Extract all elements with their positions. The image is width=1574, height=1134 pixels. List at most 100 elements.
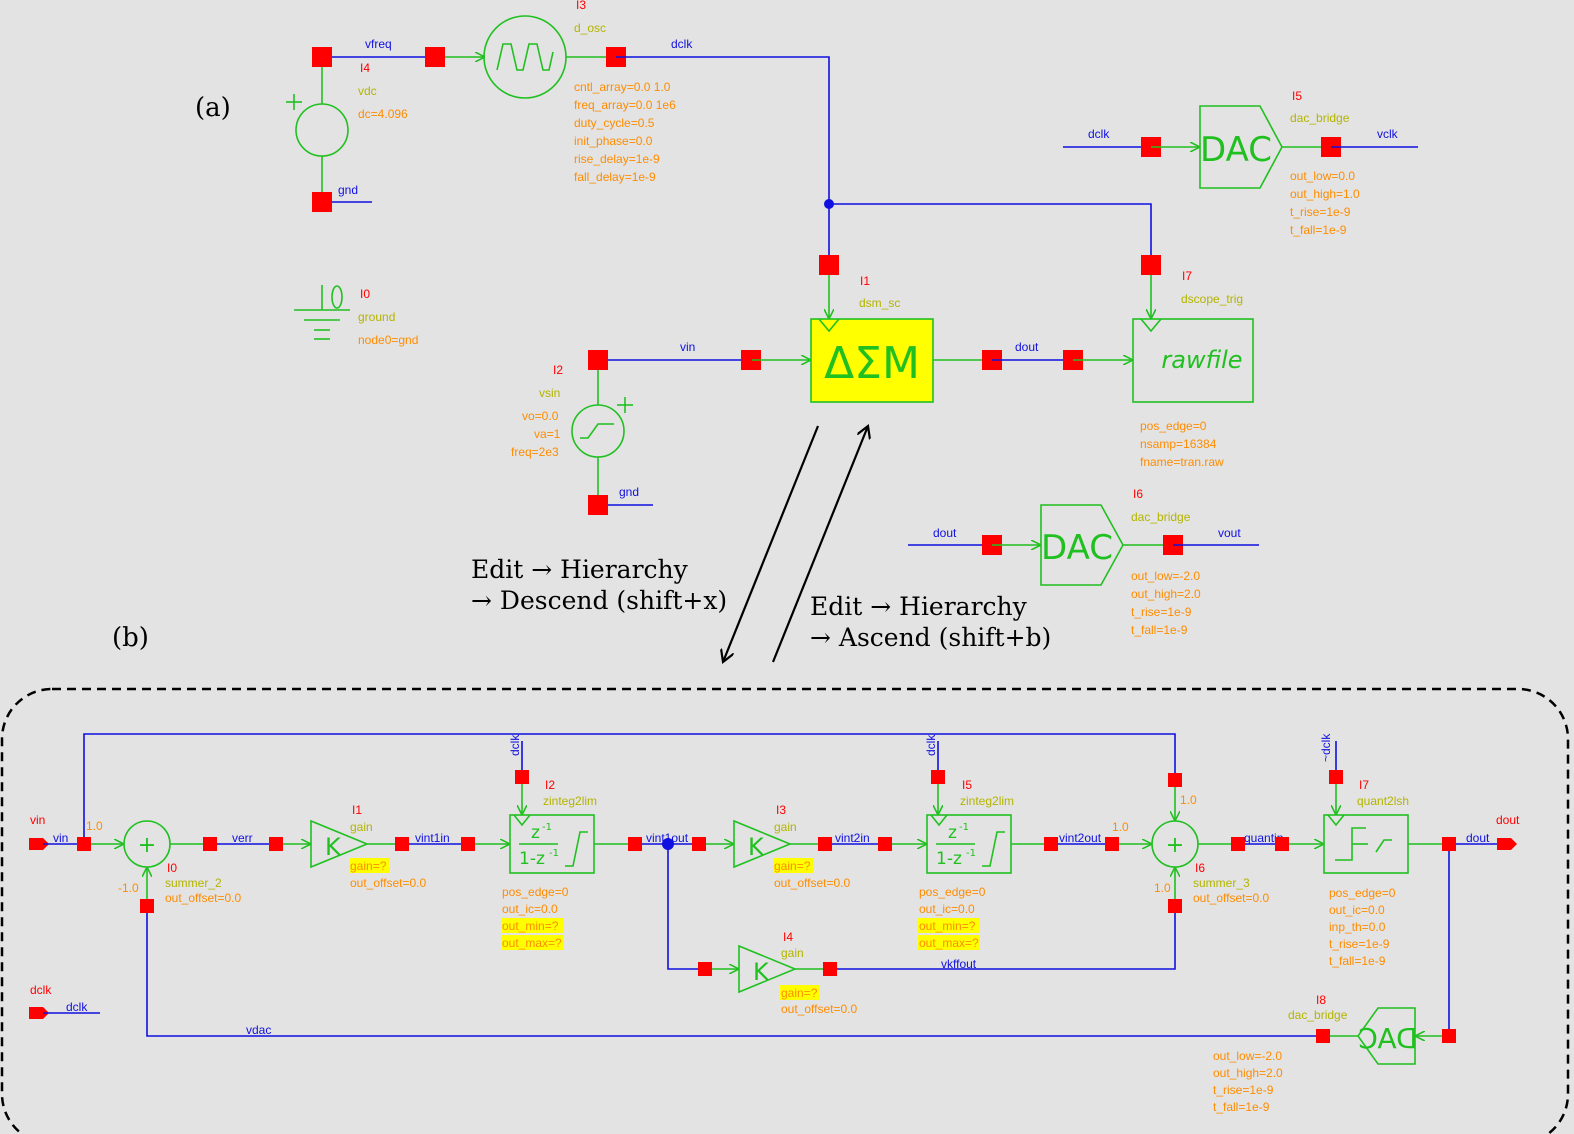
net-gnd-vdc: gnd [338, 183, 358, 197]
int-I5-num: z [948, 823, 957, 843]
int-I5-num-exp: -1 [959, 822, 969, 833]
dac-bridge-I6[interactable]: dout DAC vout I6 dac_bridge out_low=-2.0… [908, 487, 1259, 637]
cell-dsm-sc: dsm_sc [859, 296, 900, 310]
param-gain-I1-offset: out_offset=0.0 [350, 876, 427, 890]
coef-c1: 1.0 [86, 819, 103, 833]
inst-I0-top: I0 [360, 287, 370, 301]
param-I7-t-fall: t_fall=1e-9 [1329, 954, 1386, 968]
param-I2-pos-edge: pos_edge=0 [502, 885, 569, 899]
port-vin-label: vin [30, 813, 45, 827]
param-I2-out-max: out_max=? [502, 936, 562, 950]
wire-vin-ff [83, 733, 1176, 844]
param-node0: node0=gnd [358, 333, 418, 347]
dsm-symbol: ΔΣM [824, 338, 920, 389]
dac-bridge-I5[interactable]: dclk DAC vclk I5 dac_bridge out_low=0.0 … [1063, 89, 1418, 237]
gain-I4[interactable]: K I4 gain gain=? out_offset=0.0 [698, 930, 858, 1016]
param-fname: fname=tran.raw [1140, 455, 1224, 469]
rawfile-scope-I7[interactable]: rawfile I7 dscope_trig pos_edge=0 nsamp=… [1063, 255, 1254, 469]
net-vfreq: vfreq [365, 37, 392, 51]
oscillator-I3[interactable]: I3 d_osc cntl_array=0.0 1.0 freq_array=0… [425, 0, 676, 184]
menu-descend-line2: → Descend (shift+x) [471, 586, 727, 615]
param-I8-t-fall: t_fall=1e-9 [1213, 1100, 1270, 1114]
wire-dclk-branch [829, 203, 1152, 265]
port-dclk[interactable]: dclk [29, 983, 52, 1019]
cell-zinteg-I2: zinteg2lim [543, 794, 597, 808]
param-I5-out-min: out_min=? [919, 919, 976, 933]
descend-arrow [723, 425, 820, 662]
net-dclk-sub: dclk [66, 1000, 88, 1014]
summer2-plus: + [138, 833, 156, 858]
gain-I3[interactable]: K I3 gain gain=? out_offset=0.0 [692, 803, 851, 890]
param-t-rise-I5: t_rise=1e-9 [1290, 205, 1351, 219]
cell-dac-bridge-I5: dac_bridge [1290, 111, 1350, 125]
param-out-high-I5: out_high=1.0 [1290, 187, 1360, 201]
param-I5-out-max: out_max=? [919, 936, 979, 950]
coef-c3: 1.0 [1180, 793, 1197, 807]
inst-I2-top: I2 [553, 363, 563, 377]
ground-I0: I0 ground node0=gnd [294, 285, 418, 347]
int-I2-den: 1-z [519, 849, 545, 869]
cell-gain-I1: gain [350, 820, 373, 834]
param-freq-array: freq_array=0.0 1e6 [574, 98, 676, 112]
net-vin-top: vin [680, 340, 695, 354]
param-t-fall-I5: t_fall=1e-9 [1290, 223, 1347, 237]
dac-symbol-I5: DAC [1200, 130, 1272, 170]
param-vo: vo=0.0 [522, 409, 559, 423]
param-out-high-I6: out_high=2.0 [1131, 587, 1201, 601]
param-pos-edge-top: pos_edge=0 [1140, 419, 1207, 433]
summer2-I0[interactable]: 1.0 + -1.0 I0 summer_2 out_offset=0.0 [77, 819, 242, 913]
net-dout-dac: dout [933, 526, 957, 540]
vdc-source-I4[interactable]: I4 vdc dc=4.096 gnd [286, 47, 437, 212]
cell-zinteg-I5: zinteg2lim [960, 794, 1014, 808]
param-freq: freq=2e3 [511, 445, 559, 459]
int-I5-den: 1-z [936, 849, 962, 869]
gain-I1-k: K [325, 833, 342, 861]
coef-c2: 1.0 [1112, 820, 1129, 834]
inst-I0-sub: I0 [167, 861, 177, 875]
cell-vdc: vdc [358, 84, 377, 98]
port-dout-label: dout [1496, 813, 1520, 827]
summer3-I6[interactable]: 1.0 1.0 + 1.0 I6 summer_3 out_offset=0.0 [1105, 773, 1270, 913]
cell-quant2lsh: quant2lsh [1357, 794, 1409, 808]
param-nsamp: nsamp=16384 [1140, 437, 1217, 451]
param-I8-t-rise: t_rise=1e-9 [1213, 1083, 1274, 1097]
cell-vsin: vsin [539, 386, 560, 400]
param-fall-delay: fall_delay=1e-9 [574, 170, 656, 184]
dac-bridge-I8[interactable]: DAC I8 dac_bridge out_low=-2.0 out_high=… [1213, 993, 1456, 1114]
param-gain-I1: gain=? [350, 859, 387, 873]
param-I5-out-ic: out_ic=0.0 [919, 902, 975, 916]
int-I2-num-exp: -1 [542, 822, 552, 833]
inst-I2-sub: I2 [545, 778, 555, 792]
port-dout[interactable]: dout [1496, 813, 1520, 850]
net-gnd-vsin: gnd [619, 485, 639, 499]
param-I7-pos-edge: pos_edge=0 [1329, 886, 1396, 900]
coef-c4: 1.0 [1154, 881, 1171, 895]
inst-I5-sub: I5 [962, 778, 972, 792]
integrator-I2[interactable]: dclk z -1 1-z -1 I2 zinteg2lim pos_edge=… [461, 734, 642, 950]
net-dout-sub: dout [1466, 831, 1490, 845]
param-I8-out-low: out_low=-2.0 [1213, 1049, 1282, 1063]
inst-I6-top: I6 [1133, 487, 1143, 501]
integrator-I5[interactable]: dclk z -1 1-z -1 I5 zinteg2lim pos_edge=… [878, 734, 1058, 950]
param-I7-t-rise: t_rise=1e-9 [1329, 937, 1390, 951]
wire-vdac [146, 913, 1316, 1037]
vsin-source-I2[interactable]: I2 vsin vo=0.0 va=1 freq=2e3 gnd [511, 350, 752, 515]
coef-cm1: -1.0 [118, 881, 139, 895]
net-verr: verr [232, 831, 253, 845]
param-t-rise-I6: t_rise=1e-9 [1131, 605, 1192, 619]
net-dclk-top: dclk [671, 37, 693, 51]
inst-I1-sub: I1 [352, 803, 362, 817]
quantizer-I7[interactable]: ~dclk I7 quant2lsh pos_edge=0 out_ic=0.0… [1275, 733, 1456, 968]
cell-summer3: summer_3 [1193, 876, 1250, 890]
param-I7-out-ic: out_ic=0.0 [1329, 903, 1385, 917]
gain-I1[interactable]: K I1 gain gain=? out_offset=0.0 [269, 803, 427, 890]
dsm-block-I1[interactable]: ΔΣM I1 dsm_sc [741, 255, 1002, 403]
net-vint1in: vint1in [415, 831, 450, 845]
port-vin[interactable]: vin [29, 813, 49, 850]
net-dclk-I2: dclk [508, 734, 522, 756]
ascend-arrow [771, 426, 868, 663]
net-vint2out: vint2out [1059, 831, 1102, 845]
net-vint1out: vint1out [646, 831, 689, 845]
param-I8-out-high: out_high=2.0 [1213, 1066, 1283, 1080]
inst-I3: I3 [576, 0, 586, 12]
